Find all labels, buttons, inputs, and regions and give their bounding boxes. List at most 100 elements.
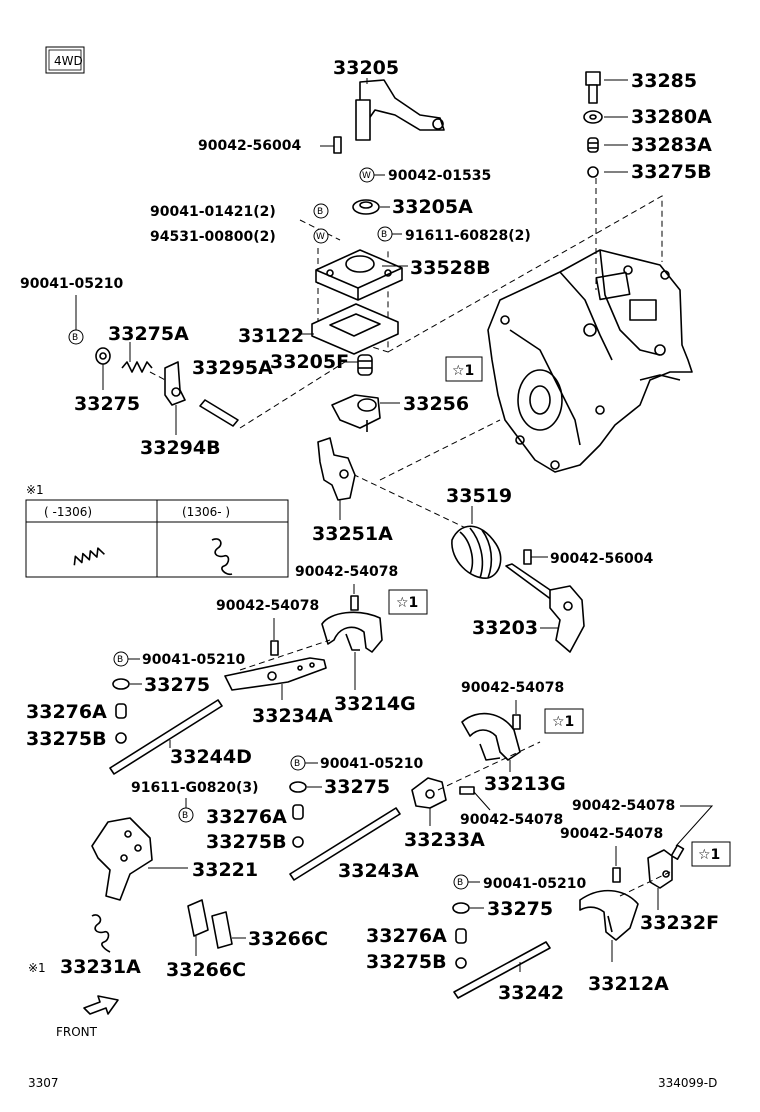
transmission-case — [487, 249, 693, 473]
svg-text:B: B — [117, 655, 123, 665]
label-33221: 33221 — [192, 859, 258, 881]
ref-table-col1: ( -1306) — [44, 505, 92, 519]
front-arrow-icon — [83, 995, 119, 1015]
label-33251A: 33251A — [312, 523, 393, 545]
label-90042-54078-c: 90042-54078 — [461, 680, 564, 696]
label-33275B-top: 33275B — [631, 161, 712, 183]
reference-table: ( -1306) (1306- ) — [25, 499, 289, 578]
star-ref-box-case: ☆1 — [445, 356, 483, 382]
part-33212A-fork — [579, 889, 639, 941]
label-33295A: 33295A — [192, 357, 273, 379]
label-33242: 33242 — [498, 982, 564, 1004]
label-33275-d: 33275 — [487, 898, 553, 920]
part-33275B-ball-c — [455, 957, 467, 969]
label-33528B: 33528B — [410, 257, 491, 279]
label-90042-56004-top: 90042-56004 — [198, 138, 301, 154]
label-33275-b: 33275 — [144, 674, 210, 696]
part-33294B-lever — [164, 361, 186, 406]
spring-old-icon — [73, 547, 105, 566]
part-pin-90042-54078-d — [459, 786, 475, 795]
part-33221-bracket — [91, 817, 153, 901]
part-33275B-ball-b — [292, 836, 304, 848]
part-33251A-bracket — [317, 437, 356, 501]
badge-4wd: 4WD — [45, 46, 85, 74]
label-90042-54078-e: 90042-54078 — [572, 798, 675, 814]
label-33205A: 33205A — [392, 196, 473, 218]
front-label: FRONT — [56, 1025, 98, 1039]
part-33275B-ball-a — [115, 732, 127, 744]
part-33275-washer-a — [95, 347, 111, 365]
label-33275B-c: 33275B — [366, 951, 447, 973]
part-pin-90042-54078-a — [350, 595, 359, 611]
label-33519: 33519 — [446, 485, 512, 507]
label-33266C-a: 33266C — [248, 928, 328, 950]
label-33283A: 33283A — [631, 134, 712, 156]
label-33205F: 33205F — [270, 351, 349, 373]
ref-table-col2: (1306- ) — [182, 505, 230, 519]
label-33280A: 33280A — [631, 106, 712, 128]
label-33294B: 33294B — [140, 437, 221, 459]
label-33275-c: 33275 — [324, 776, 390, 798]
pin-90042-56004-top — [333, 136, 342, 154]
part-33295A-pin — [199, 399, 239, 427]
label-33275-a: 33275 — [74, 393, 140, 415]
label-90042-54078-b: 90042-54078 — [216, 598, 319, 614]
part-pin-90042-54078-e — [670, 844, 685, 860]
part-33205A-seal — [352, 199, 380, 215]
label-90041-05210-a: 90041-05210 — [20, 276, 123, 292]
part-33243A-shaft — [289, 807, 401, 881]
star-ref-box-fork-c: ☆1 — [691, 841, 731, 867]
label-33205: 33205 — [333, 57, 399, 79]
part-33276A-spring-b — [292, 804, 304, 820]
part-pin-90042-54078-b — [270, 640, 279, 656]
part-33205F-spring — [357, 354, 373, 376]
spring-new-icon — [211, 538, 233, 576]
label-91611-G0820: 91611-G0820(3) — [131, 780, 259, 796]
part-33242-shaft — [453, 941, 551, 999]
svg-text:B: B — [294, 759, 300, 769]
part-33122-gasket — [311, 303, 399, 355]
part-33285-bolt — [585, 71, 601, 104]
part-33213G-fork — [461, 712, 521, 761]
part-33231A-spring — [91, 914, 111, 953]
svg-text:B: B — [317, 207, 323, 217]
label-33285: 33285 — [631, 70, 697, 92]
label-33256: 33256 — [403, 393, 469, 415]
label-33275B-b: 33275B — [206, 831, 287, 853]
part-33232F-block — [647, 849, 673, 889]
label-33231A: 33231A — [60, 956, 141, 978]
svg-text:B: B — [381, 230, 387, 240]
label-90041-05210-c: 90041-05210 — [320, 756, 423, 772]
label-33244D: 33244D — [170, 746, 252, 768]
label-33275B-a: 33275B — [26, 728, 107, 750]
part-33233A-rail — [411, 777, 447, 809]
label-33203: 33203 — [472, 617, 538, 639]
part-33214G-fork — [321, 611, 383, 653]
label-33276A-c: 33276A — [366, 925, 447, 947]
label-33212A: 33212A — [588, 973, 669, 995]
footer-page-code: 3307 — [28, 1076, 59, 1090]
star-ref-fork-c: ☆1 — [698, 847, 720, 863]
star-ref-fork-a: ☆1 — [396, 595, 418, 611]
label-33232F: 33232F — [640, 912, 719, 934]
label-90042-01535: 90042-01535 — [388, 168, 491, 184]
svg-text:W: W — [316, 232, 325, 242]
part-33276A-spring-a — [115, 703, 127, 719]
label-33213G: 33213G — [484, 773, 566, 795]
part-33205-lever — [355, 79, 445, 141]
part-33244D-shaft — [109, 699, 223, 775]
label-94531-00800: 94531-00800(2) — [150, 229, 276, 245]
part-33234A-rail — [224, 657, 327, 691]
part-33519-boot — [451, 525, 502, 579]
part-33266C-pad-a — [187, 899, 233, 949]
label-90042-56004-b: 90042-56004 — [550, 551, 653, 567]
part-33203-shaft — [505, 563, 585, 653]
part-33276A-spring-c — [455, 928, 467, 944]
part-33275A-spring — [121, 361, 153, 373]
label-90041-05210-b: 90041-05210 — [142, 652, 245, 668]
part-33275-washer-c — [289, 781, 307, 793]
label-33276A-b: 33276A — [206, 806, 287, 828]
part-33280A-washer — [583, 110, 603, 124]
